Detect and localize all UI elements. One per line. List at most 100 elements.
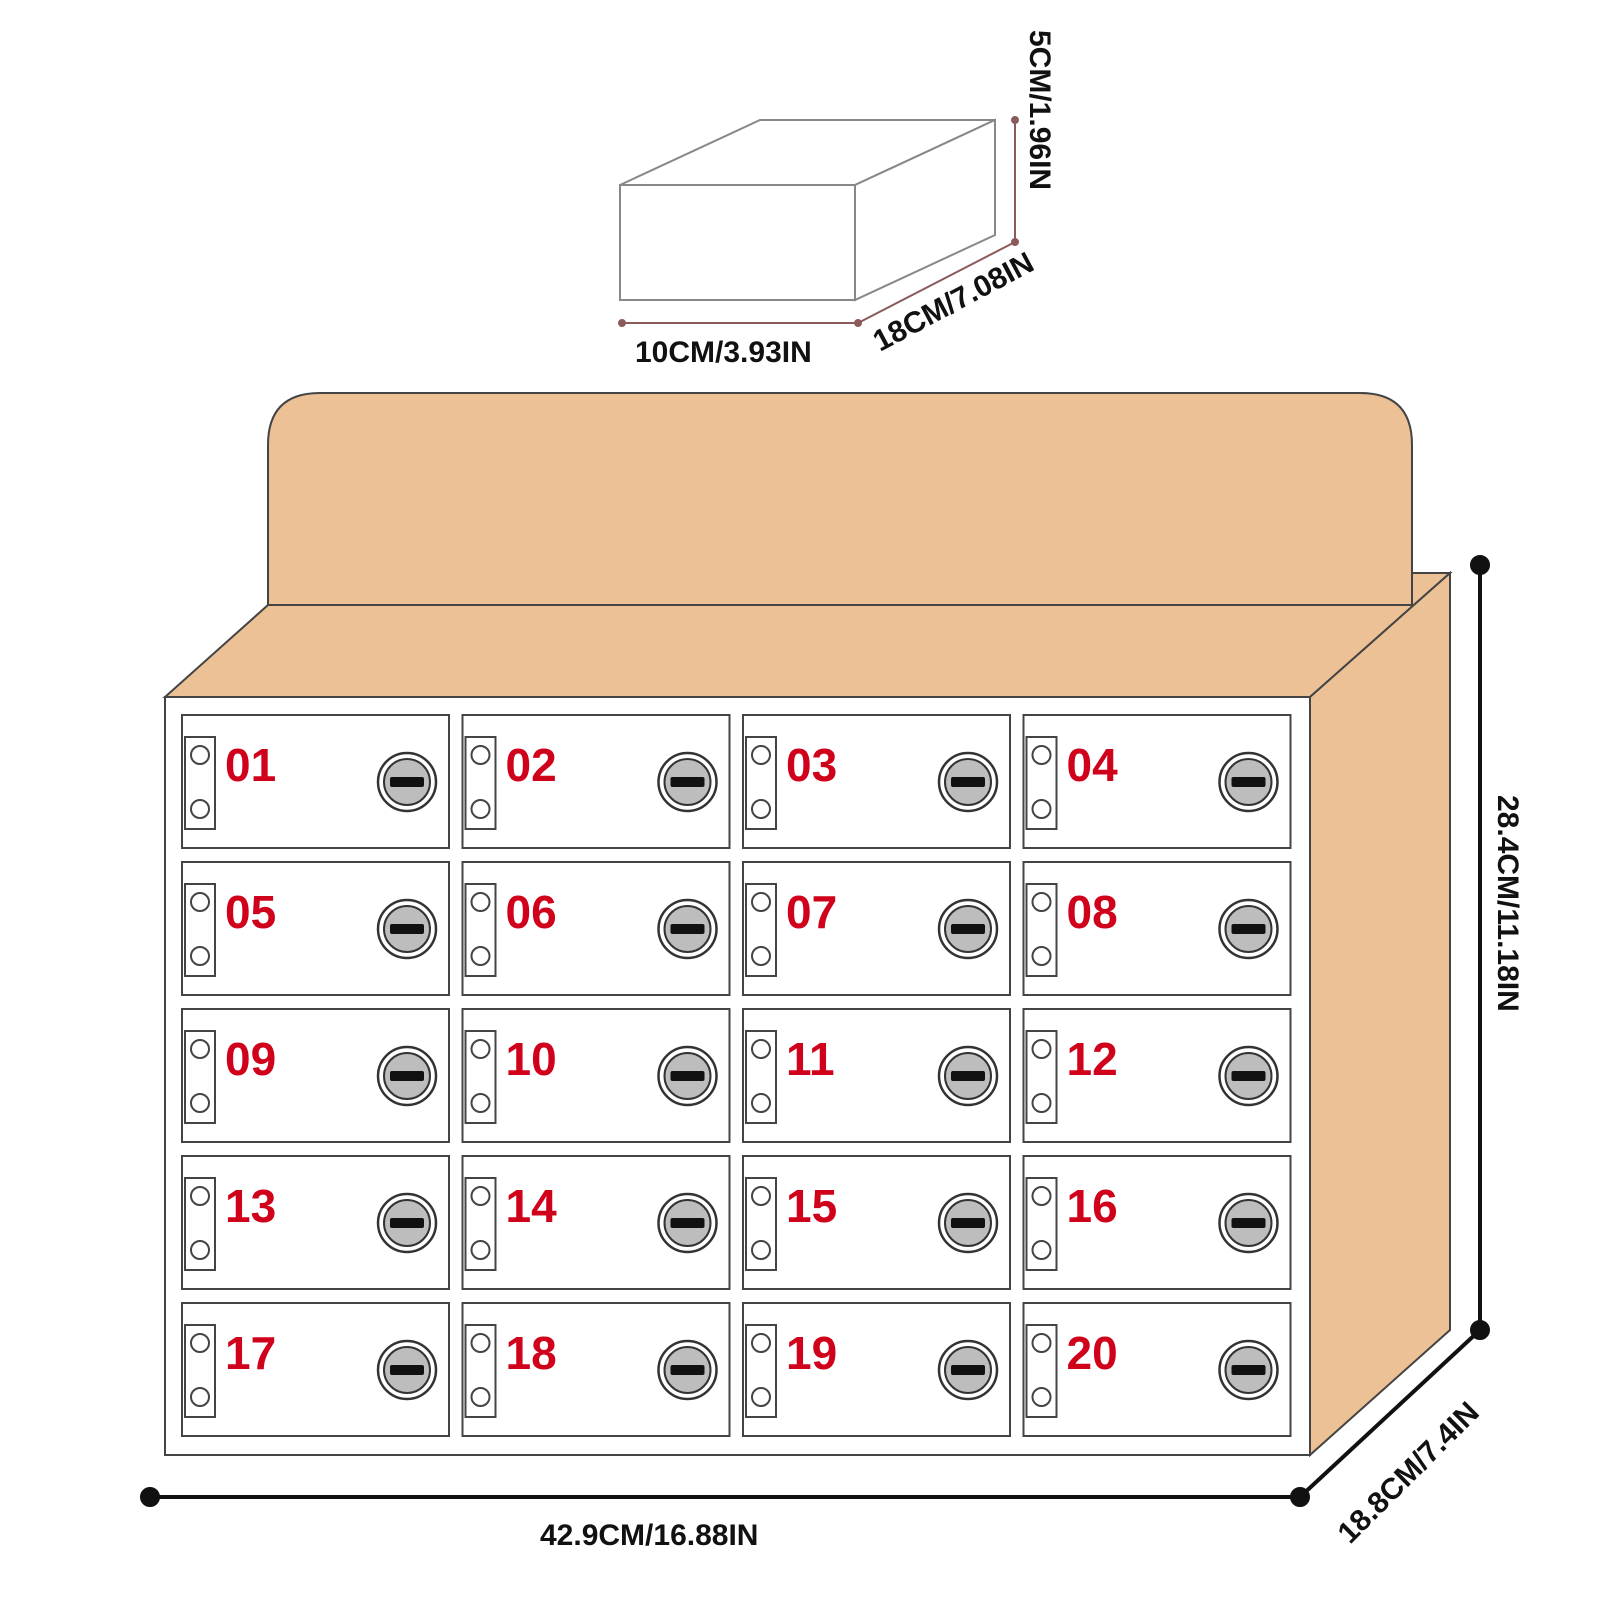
key-slot-icon xyxy=(1231,1071,1266,1081)
locker-door[interactable]: 19 xyxy=(742,1302,1011,1437)
locker-door[interactable]: 14 xyxy=(461,1155,731,1290)
hinge-hole-icon xyxy=(190,799,210,819)
locker-door[interactable]: 11 xyxy=(742,1008,1011,1143)
hinge-hole-icon xyxy=(190,1039,210,1059)
cabinet-depth-line xyxy=(1298,1328,1482,1499)
cabinet-height-label: 28.4CM/11.18IN xyxy=(1491,795,1524,1012)
key-slot-icon xyxy=(951,1071,985,1081)
locker-door-panel xyxy=(181,1155,450,1290)
locker-door[interactable]: 16 xyxy=(1022,1155,1292,1290)
locker-door[interactable]: 05 xyxy=(181,861,450,996)
key-slot-icon xyxy=(390,1071,424,1081)
key-slot-icon xyxy=(1231,1365,1266,1375)
locker-door[interactable]: 10 xyxy=(461,1008,731,1143)
locker-number: 07 xyxy=(786,886,837,938)
hinge-hole-icon xyxy=(470,745,491,765)
key-slot-icon xyxy=(390,1365,424,1375)
locker-door[interactable]: 15 xyxy=(742,1155,1011,1290)
locker-door[interactable]: 09 xyxy=(181,1008,450,1143)
dim-dot xyxy=(1011,116,1019,124)
hinge-hole-icon xyxy=(190,1093,210,1113)
hinge-hole-icon xyxy=(751,1387,771,1407)
hinge-hole-icon xyxy=(470,1240,491,1260)
locker-number: 16 xyxy=(1067,1180,1118,1232)
small-box-front xyxy=(619,184,856,301)
locker-number: 15 xyxy=(786,1180,837,1232)
small-box-dimensions xyxy=(618,116,1019,327)
hinge-hole-icon xyxy=(1031,1333,1052,1353)
hinge-plate xyxy=(184,883,216,977)
small-box-width-label: 10CM/3.93IN xyxy=(635,336,812,369)
locker-number: 09 xyxy=(225,1033,276,1085)
key-slot-icon xyxy=(1231,777,1266,787)
locker-door-panel xyxy=(461,1155,731,1290)
locker-number: 20 xyxy=(1067,1327,1118,1379)
locker-door[interactable]: 13 xyxy=(181,1155,450,1290)
cabinet-dimensions xyxy=(140,555,1490,1507)
hinge-hole-icon xyxy=(190,1186,210,1206)
key-slot-icon xyxy=(390,1218,424,1228)
dim-dot xyxy=(618,319,626,327)
locker-door[interactable]: 04 xyxy=(1022,714,1292,849)
hinge-hole-icon xyxy=(190,1333,210,1353)
locker-door[interactable]: 08 xyxy=(1022,861,1292,996)
cabinet-back-panel xyxy=(267,392,1413,606)
hinge-hole-icon xyxy=(751,799,771,819)
locker-door[interactable]: 07 xyxy=(742,861,1011,996)
key-slot-icon xyxy=(670,1218,705,1228)
key-slot-icon xyxy=(1231,1218,1266,1228)
key-slot-icon xyxy=(1231,924,1266,934)
hinge-hole-icon xyxy=(470,1333,491,1353)
locker-door[interactable]: 20 xyxy=(1022,1302,1292,1437)
locker-number: 12 xyxy=(1067,1033,1118,1085)
hinge-hole-icon xyxy=(1031,745,1052,765)
small-box-side xyxy=(854,118,996,302)
hinge-hole-icon xyxy=(1031,799,1052,819)
hinge-hole-icon xyxy=(1031,1387,1052,1407)
hinge-hole-icon xyxy=(470,1186,491,1206)
dim-dot xyxy=(1470,555,1490,575)
hinge-hole-icon xyxy=(1031,1240,1052,1260)
locker-door[interactable]: 03 xyxy=(742,714,1011,849)
cabinet-right-side xyxy=(1309,570,1451,1458)
key-slot-icon xyxy=(951,1365,985,1375)
key-slot-icon xyxy=(951,1218,985,1228)
locker-number: 13 xyxy=(225,1180,276,1232)
locker-door[interactable]: 18 xyxy=(461,1302,731,1437)
hinge-hole-icon xyxy=(751,745,771,765)
locker-number: 02 xyxy=(506,739,557,791)
key-slot-icon xyxy=(670,1071,705,1081)
locker-number: 17 xyxy=(225,1327,276,1379)
hinge-hole-icon xyxy=(751,1093,771,1113)
hinge-hole-icon xyxy=(190,946,210,966)
locker-number: 08 xyxy=(1067,886,1118,938)
hinge-hole-icon xyxy=(470,946,491,966)
locker-door[interactable]: 02 xyxy=(461,714,731,849)
key-slot-icon xyxy=(951,924,985,934)
hinge-hole-icon xyxy=(1031,1186,1052,1206)
locker-number: 19 xyxy=(786,1327,837,1379)
hinge-hole-icon xyxy=(470,1387,491,1407)
cabinet-depth-label: 18.8CM/7.4IN xyxy=(1332,1396,1486,1550)
small-box xyxy=(619,118,996,302)
hinge-hole-icon xyxy=(190,745,210,765)
locker-door[interactable]: 17 xyxy=(181,1302,450,1437)
hinge-hole-icon xyxy=(751,1333,771,1353)
hinge-hole-icon xyxy=(190,1240,210,1260)
locker-door[interactable]: 12 xyxy=(1022,1008,1292,1143)
hinge-hole-icon xyxy=(470,799,491,819)
hinge-hole-icon xyxy=(751,1039,771,1059)
locker-number: 18 xyxy=(506,1327,557,1379)
locker-number: 03 xyxy=(786,739,837,791)
locker-number: 05 xyxy=(225,886,276,938)
key-slot-icon xyxy=(670,1365,705,1375)
locker-door[interactable]: 06 xyxy=(461,861,731,996)
hinge-hole-icon xyxy=(190,1387,210,1407)
locker-door[interactable]: 01 xyxy=(181,714,450,849)
hinge-hole-icon xyxy=(751,892,771,912)
hinge-hole-icon xyxy=(470,1093,491,1113)
hinge-hole-icon xyxy=(1031,1093,1052,1113)
